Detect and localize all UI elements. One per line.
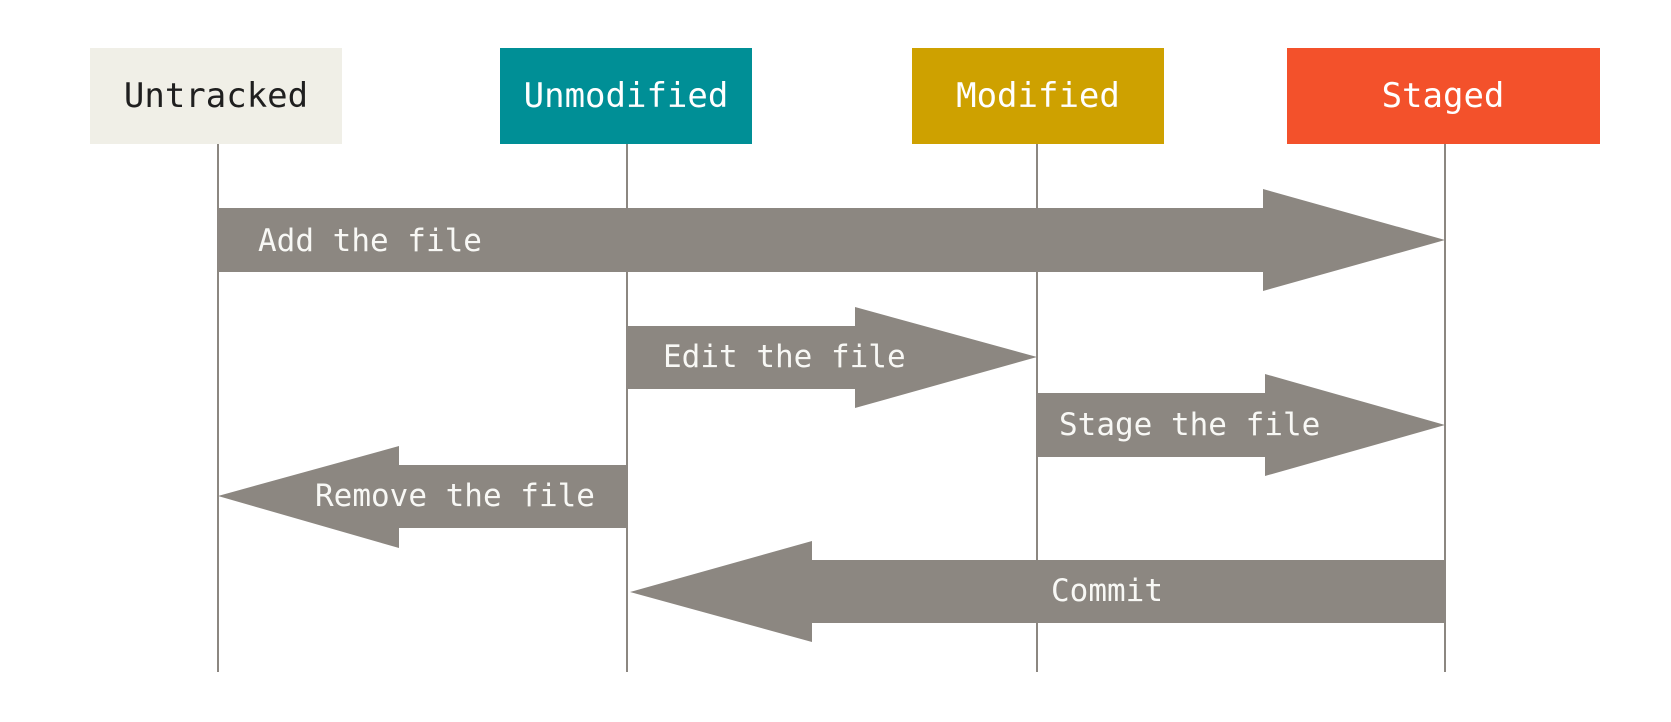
state-untracked: Untracked [90,48,342,144]
state-label-untracked: Untracked [124,76,308,116]
state-unmodified: Unmodified [500,48,752,144]
state-box-staged [1287,48,1600,144]
arrow-label-edit-the-file: Edit the file [663,339,906,375]
arrow-label-stage-the-file: Stage the file [1059,407,1320,443]
arrow-stage-the-file [1037,374,1445,476]
transition-commit: Commit [630,541,1445,642]
arrow-add-the-file [218,189,1445,291]
transition-remove-the-file: Remove the file [218,446,627,548]
state-staged: Staged [1287,48,1600,144]
arrow-edit-the-file [627,307,1037,408]
transition-edit-the-file: Edit the file [627,307,1037,408]
state-box-unmodified [500,48,752,144]
state-modified: Modified [912,48,1164,144]
state-label-unmodified: Unmodified [524,76,729,116]
state-box-modified [912,48,1164,144]
transition-stage-the-file: Stage the file [1037,374,1445,476]
arrow-label-add-the-file: Add the file [258,223,482,259]
arrow-remove-the-file [218,446,627,548]
transition-add-the-file: Add the file [218,189,1445,291]
state-label-staged: Staged [1382,76,1505,116]
state-label-modified: Modified [956,76,1120,116]
state-box-untracked [90,48,342,144]
arrow-label-remove-the-file: Remove the file [315,478,595,514]
arrow-commit [630,541,1445,642]
arrow-label-commit: Commit [1051,573,1163,609]
